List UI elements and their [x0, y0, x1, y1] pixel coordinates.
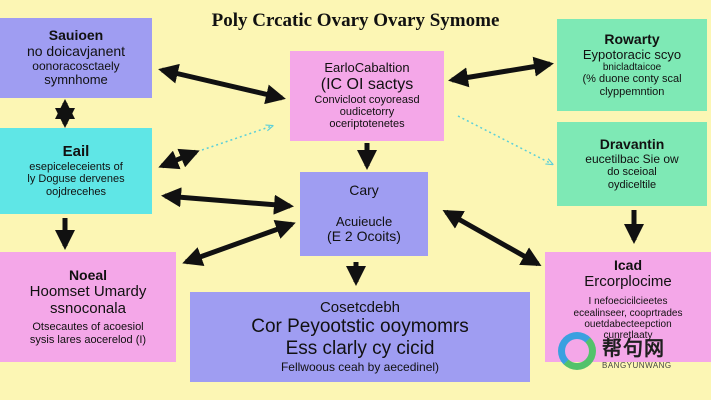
box-top-center-line: Convicloot coyoreasd	[314, 93, 420, 106]
box-top-left-line: oonoracosctaely	[32, 58, 120, 73]
arrow-topleft-topcenter	[158, 63, 286, 105]
box-mid-left-line: esepiceleceients of	[29, 160, 123, 173]
box-mid-right-line: eucetilbac Sie ow	[585, 151, 679, 166]
box-bottom-left-line: Hoomset Umardy	[29, 282, 147, 300]
box-bottom-left-title: Noeal	[68, 267, 108, 284]
watermark-text: 帮句网	[602, 338, 665, 360]
box-bottom-center-line: Cor Peyootstic ooymomrs	[251, 316, 469, 338]
box-top-left-title: Sauioen	[48, 27, 104, 44]
box-mid-center: Cary Acuieucle (E 2 Ocoits)	[300, 172, 428, 256]
box-bottom-right-title: Icad	[613, 257, 642, 273]
box-mid-center-line: Acuieucle	[335, 213, 393, 229]
arrow-midleft-topcenter	[158, 148, 200, 170]
box-top-right-line: clyppemntion	[599, 85, 665, 98]
box-top-right: Rowarty Eypotoracic scyo bnicladtaicoe (…	[557, 19, 707, 111]
arrow-topcenter-topright	[448, 56, 554, 88]
box-top-center: EarloCabaltion (IC OI sactys Convicloot …	[290, 51, 444, 141]
box-mid-right: Dravantin eucetilbac Sie ow do sceioal o…	[557, 122, 707, 206]
box-top-right-line: (% duone conty scal	[582, 73, 682, 86]
box-top-left: Sauioen no doicavjanent oonoracosctaely …	[0, 18, 152, 98]
box-top-right-title: Rowarty	[604, 30, 660, 47]
box-mid-center-title: Cary	[349, 182, 379, 199]
box-top-center-line: (IC OI sactys	[320, 75, 414, 93]
box-mid-right-title: Dravantin	[599, 136, 665, 153]
box-bottom-center-title: Cosetcdebh	[319, 298, 401, 316]
arrow-midcenter-bottomleft	[182, 219, 296, 267]
box-mid-left-line: ly Doguse dervenes	[27, 173, 125, 186]
page-title: Poly Crcatic Ovary Ovary Symome	[211, 10, 500, 31]
watermark-logo-icon	[558, 332, 596, 370]
box-bottom-left-line: ssnoconala	[50, 299, 126, 317]
box-bottom-right-line: ouetdabecteepction	[584, 318, 672, 330]
arrow-midleft-midcenter	[161, 187, 294, 215]
box-top-center-title: EarloCabaltion	[324, 60, 410, 76]
box-mid-left-title: Eail	[62, 143, 90, 161]
box-mid-left: Eail esepiceleceients of ly Doguse derve…	[0, 128, 152, 214]
dotted-connector-left	[201, 126, 272, 151]
box-bottom-left-line: Otsecautes of acoesiol	[32, 321, 144, 334]
box-bottom-left-line: sysis lares aocerelod (I)	[29, 333, 147, 346]
box-top-center-line: oudicetorry	[339, 106, 395, 119]
box-mid-right-line: oydiceltile	[607, 178, 657, 191]
box-bottom-right-line: cunretlaaty	[603, 330, 653, 342]
box-bottom-center-line: Fellwoous ceah by aecedinel)	[280, 359, 440, 374]
box-bottom-right-line: I nefoecicilcieetes	[588, 296, 668, 308]
box-top-left-line: no doicavjanent	[26, 43, 126, 59]
box-mid-right-line: do sceioal	[607, 166, 657, 179]
box-top-right-line: bnicladtaicoe	[602, 62, 662, 74]
box-top-right-line: Eypotoracic scyo	[582, 46, 682, 62]
box-bottom-right-line: Ercorplocime	[584, 272, 672, 290]
watermark-subtext: BANGYUNWANG	[602, 361, 672, 370]
box-mid-center-line: (E 2 Ocoits)	[327, 228, 401, 245]
arrow-midcenter-bottomright	[442, 209, 542, 267]
box-bottom-left: Noeal Hoomset Umardy ssnoconala Otsecaut…	[0, 252, 176, 362]
box-bottom-right: Icad Ercorplocime I nefoecicilcieetes ec…	[545, 252, 711, 362]
watermark: 帮句网 BANGYUNWANG	[558, 328, 708, 374]
box-bottom-center: Cosetcdebh Cor Peyootstic ooymomrs Ess c…	[190, 292, 530, 382]
dotted-connector-right	[457, 115, 552, 164]
box-mid-left-line: oojdrecehes	[46, 185, 106, 198]
box-bottom-center-line: Ess clarly cy cicid	[285, 337, 435, 359]
box-top-left-line: symnhome	[44, 72, 108, 88]
box-top-center-line: oceriptotenetes	[329, 118, 405, 131]
box-bottom-right-line: ecealinseer, cooprtrades	[573, 307, 683, 319]
